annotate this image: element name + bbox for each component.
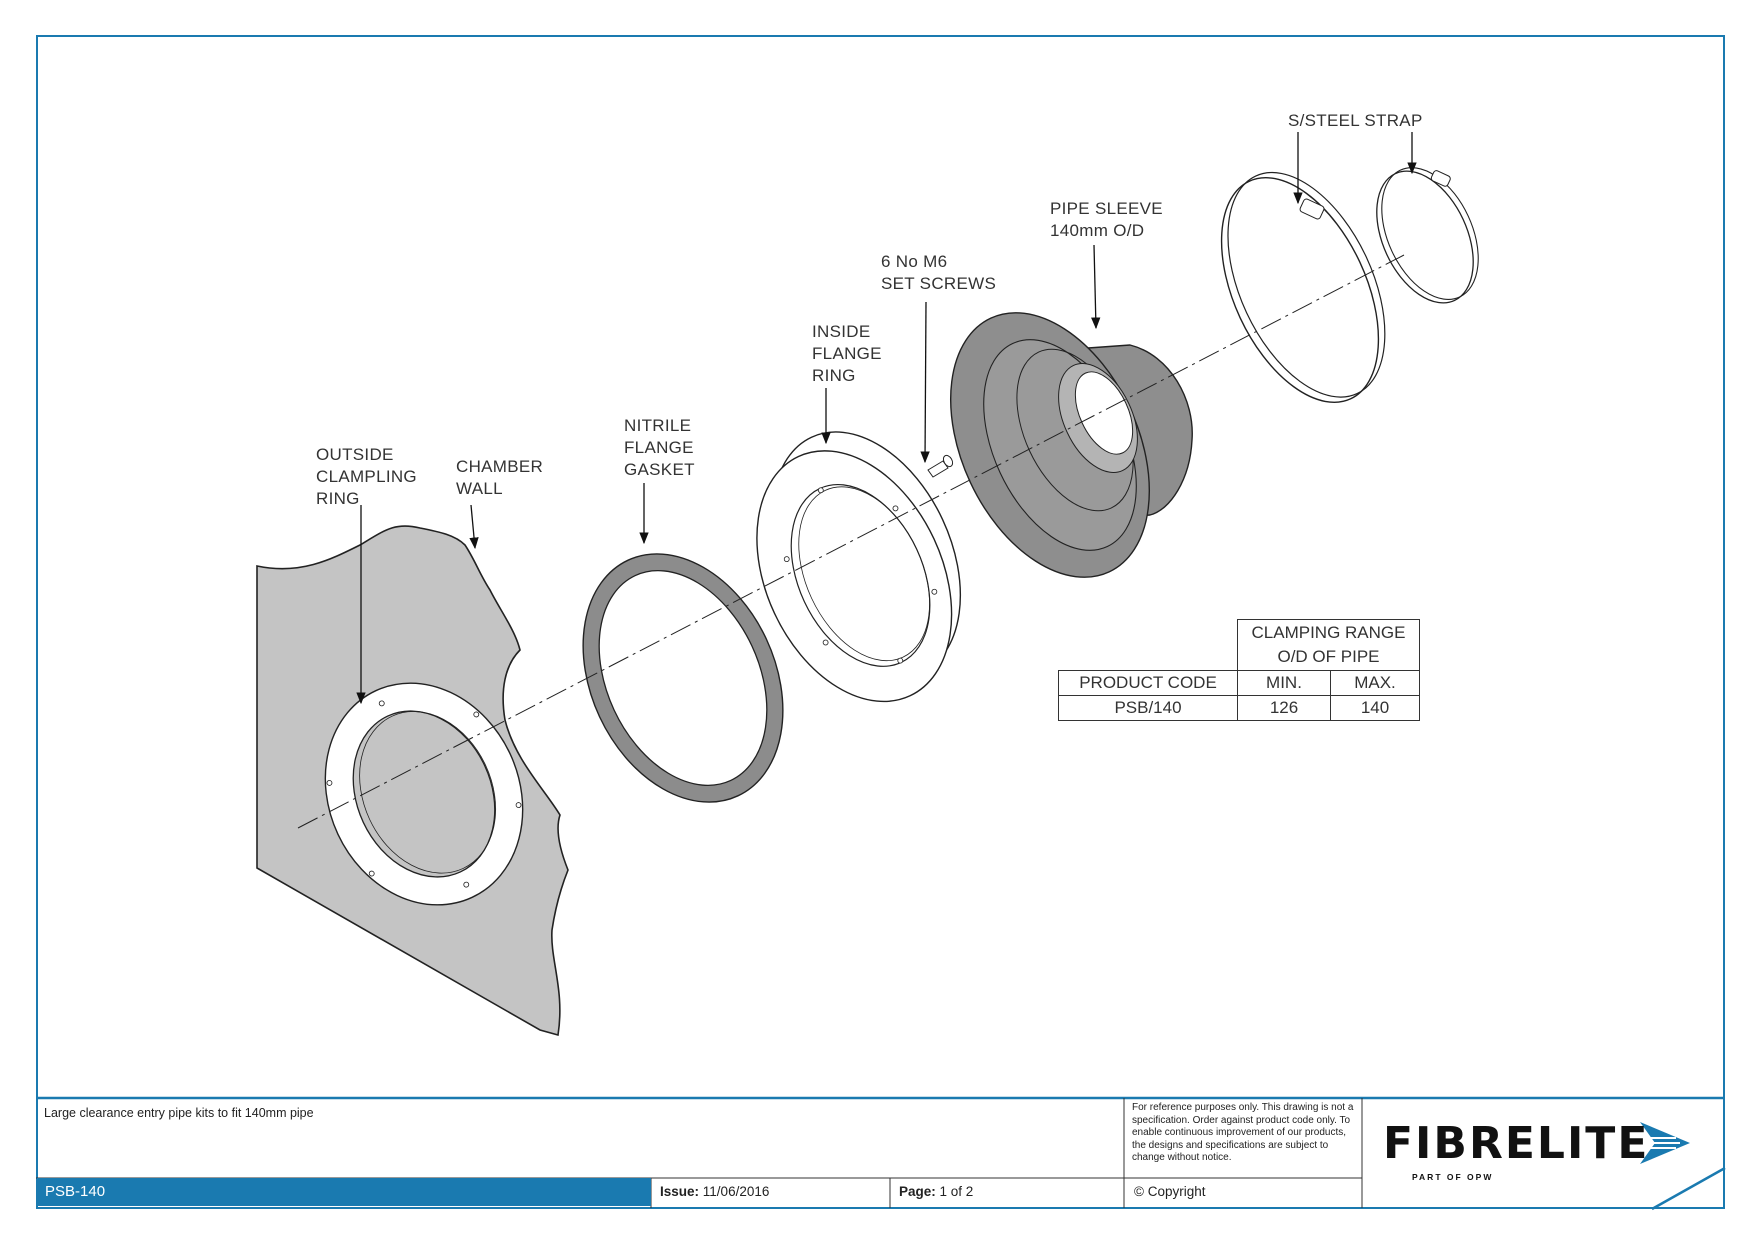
- label-nitrile-gasket: NITRILE FLANGE GASKET: [624, 416, 695, 479]
- disclaimer-note: For reference purposes only. This drawin…: [1132, 1102, 1354, 1164]
- label-set-screws: 6 No M6 SET SCREWS: [881, 252, 997, 293]
- set-screw: [927, 454, 954, 478]
- centre-line: [297, 254, 1405, 829]
- brand-wordmark: FIBRELITE: [1383, 1118, 1650, 1169]
- brand-subline: PART OF OPW: [1412, 1172, 1494, 1182]
- table-header-min: MIN.: [1237, 670, 1331, 696]
- table-cell-code: PSB/140: [1058, 695, 1238, 721]
- label-outside-clamping-ring: OUTSIDE CLAMPLING RING: [316, 445, 417, 508]
- drawing-frame: [36, 35, 1725, 1209]
- outside-clamping-ring: [324, 682, 524, 906]
- drawing-description: Large clearance entry pipe kits to fit 1…: [44, 1106, 314, 1120]
- label-steel-strap: S/STEEL STRAP: [1288, 111, 1423, 130]
- table-group-header: CLAMPING RANGE O/D OF PIPE: [1237, 619, 1420, 671]
- table-header-max: MAX.: [1330, 670, 1420, 696]
- clamping-range-table: CLAMPING RANGE O/D OF PIPE PRODUCT CODE …: [1058, 619, 1420, 721]
- steel-strap-small: [1376, 167, 1479, 304]
- label-pipe-sleeve: PIPE SLEEVE 140mm O/D: [1050, 199, 1163, 240]
- issue-date: 11/06/2016: [702, 1184, 770, 1199]
- copyright: © Copyright: [1134, 1184, 1206, 1199]
- page-label: Page:: [899, 1184, 936, 1199]
- inside-flange-ring: [756, 431, 962, 703]
- steel-strap-large: [1220, 171, 1386, 403]
- issue-label: Issue:: [660, 1184, 700, 1199]
- pipe-sleeve: [949, 312, 1193, 578]
- product-code-bar: PSB-140: [37, 1178, 651, 1206]
- fibrelite-logo-mark: [1636, 1122, 1690, 1164]
- table-cell-max: 140: [1330, 695, 1420, 721]
- label-chamber-wall: CHAMBER WALL: [456, 457, 544, 498]
- nitrile-flange-gasket: [582, 553, 784, 803]
- leader-arrows: [356, 132, 1417, 705]
- table-header-code: PRODUCT CODE: [1058, 670, 1238, 696]
- table-corner: [1058, 619, 1238, 671]
- issue-field: Issue: 11/06/2016: [660, 1178, 769, 1206]
- table-cell-min: 126: [1237, 695, 1331, 721]
- page-number: 1 of 2: [939, 1184, 974, 1199]
- label-inside-flange-ring: INSIDE FLANGE RING: [812, 322, 882, 385]
- page-field: Page: 1 of 2: [899, 1178, 973, 1206]
